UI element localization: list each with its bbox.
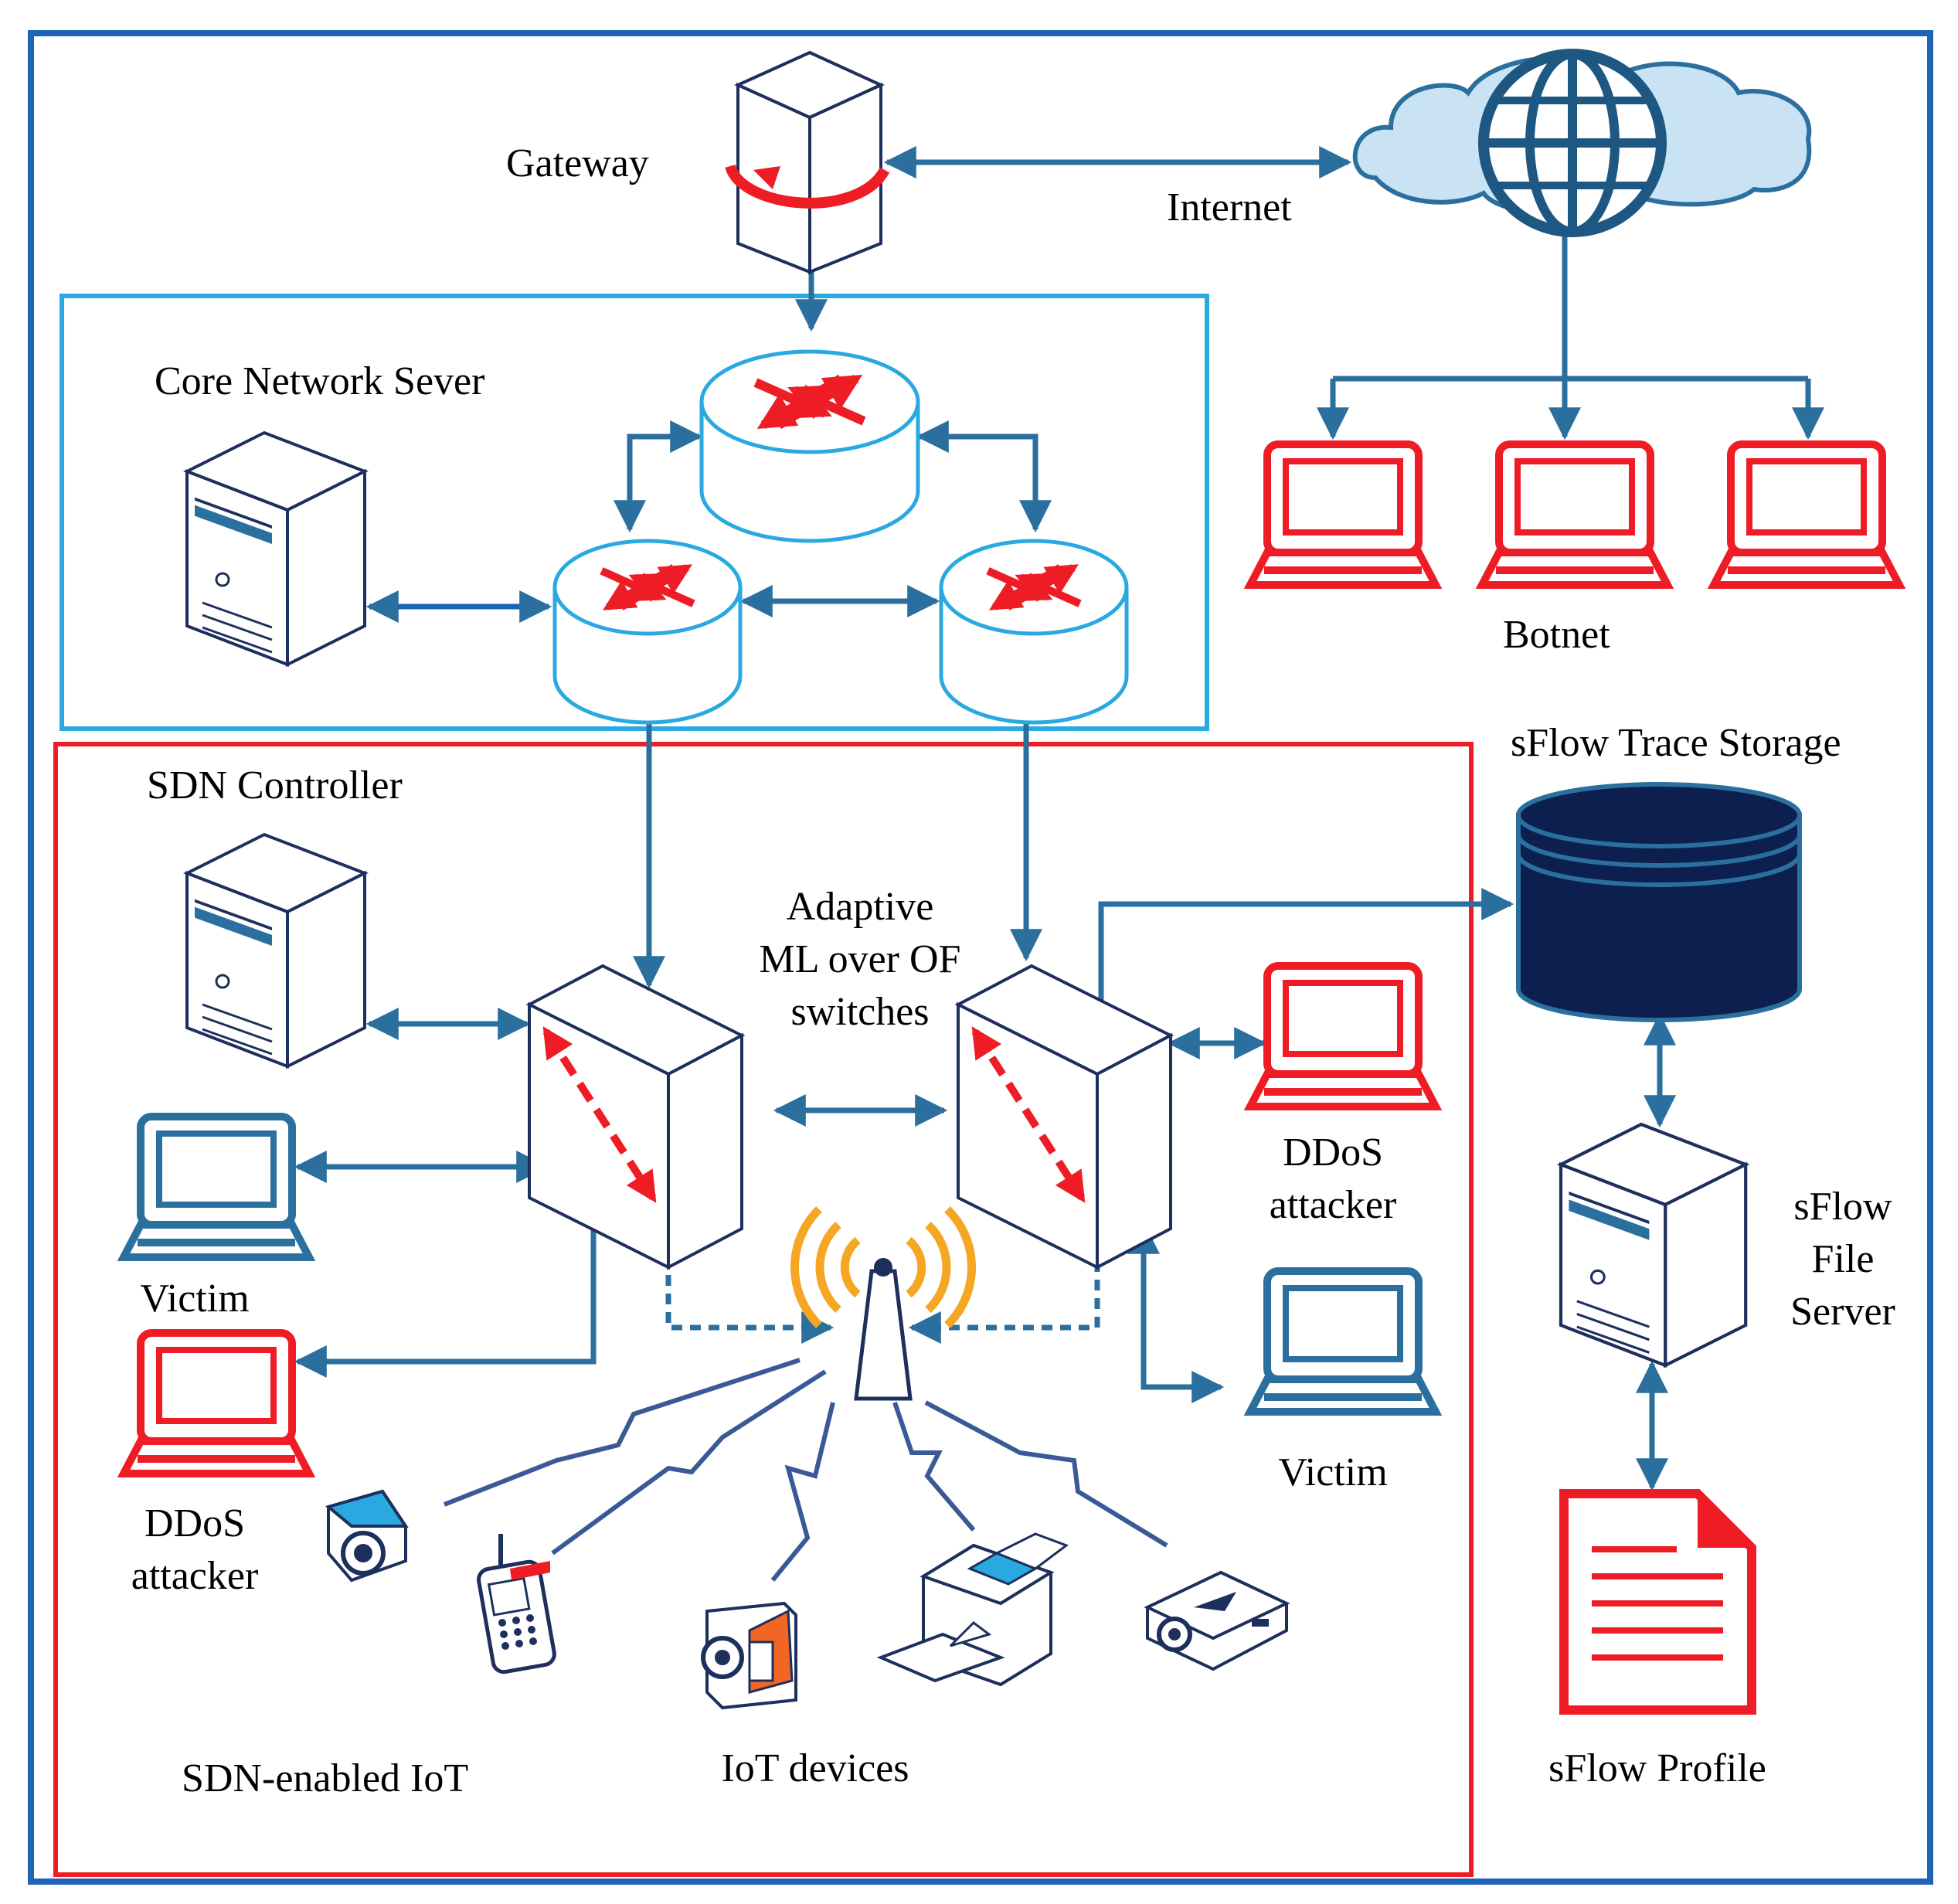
database-icon: [1516, 782, 1802, 1022]
camera-icon: [325, 1489, 409, 1583]
outer-boundary: [28, 30, 1933, 1885]
laptop-icon: [1250, 444, 1436, 585]
gateway-label: Gateway: [506, 141, 649, 185]
ddos-attacker-right-label-line2: attacker: [1270, 1183, 1397, 1227]
laptop-icon: [1714, 444, 1899, 585]
core-network-box: [59, 294, 1209, 731]
ddos-attacker-left-label-line2: attacker: [131, 1554, 259, 1598]
sflow-trace-storage-label: sFlow Trace Storage: [1511, 721, 1841, 765]
document-icon: [1559, 1489, 1756, 1715]
router-icon: [939, 539, 1129, 725]
gateway-server-icon: [725, 50, 890, 274]
sflow-profile-label: sFlow Profile: [1548, 1746, 1766, 1790]
wireless-links: [443, 1358, 1168, 1582]
printer-icon: [876, 1532, 1069, 1687]
server-icon: [1561, 1124, 1746, 1365]
camcorder-icon: [701, 1601, 797, 1710]
antenna-icon: [790, 1206, 977, 1401]
laptop-icon: [124, 1333, 309, 1474]
internet-cloud-icon: [1352, 49, 1812, 237]
laptop-icon: [124, 1117, 309, 1257]
sdn-controller-box: [53, 742, 1474, 1877]
ddos-attacker-left-label-line1: DDoS: [144, 1501, 245, 1545]
openflow-switch-icon: [525, 964, 746, 1270]
botnet-label: Botnet: [1503, 613, 1610, 657]
adaptive-label-line1: Adaptive: [787, 885, 934, 929]
sflow-file-server-label-line3: Server: [1790, 1290, 1895, 1334]
sdn-controller-label: SDN Controller: [147, 763, 403, 808]
phone-icon: [477, 1534, 556, 1674]
victim-right-label: Victim: [1278, 1450, 1387, 1494]
laptop-icon: [1250, 1271, 1436, 1412]
iot-devices-label: IoT devices: [721, 1746, 909, 1790]
openflow-switch-icon: [954, 964, 1174, 1270]
sdn-enabled-iot-label: SDN-enabled IoT: [182, 1756, 468, 1800]
laptop-icon: [1250, 966, 1436, 1107]
server-icon: [185, 833, 366, 1068]
laptop-icon: [1482, 444, 1667, 585]
internet-label: Internet: [1167, 185, 1292, 230]
core-network-label: Core Network Sever: [155, 359, 484, 403]
adaptive-label-line2: ML over OF: [760, 937, 961, 981]
ddos-attacker-right-label-line1: DDoS: [1283, 1130, 1383, 1175]
router-icon: [699, 349, 920, 543]
sflow-file-server-label-line1: sFlow: [1793, 1185, 1892, 1229]
projector-icon: [1144, 1570, 1290, 1671]
server-icon: [185, 431, 366, 666]
adaptive-label-line3: switches: [790, 990, 929, 1034]
router-icon: [552, 539, 743, 725]
victim-left-label: Victim: [140, 1277, 249, 1321]
sflow-file-server-label-line2: File: [1812, 1237, 1875, 1281]
